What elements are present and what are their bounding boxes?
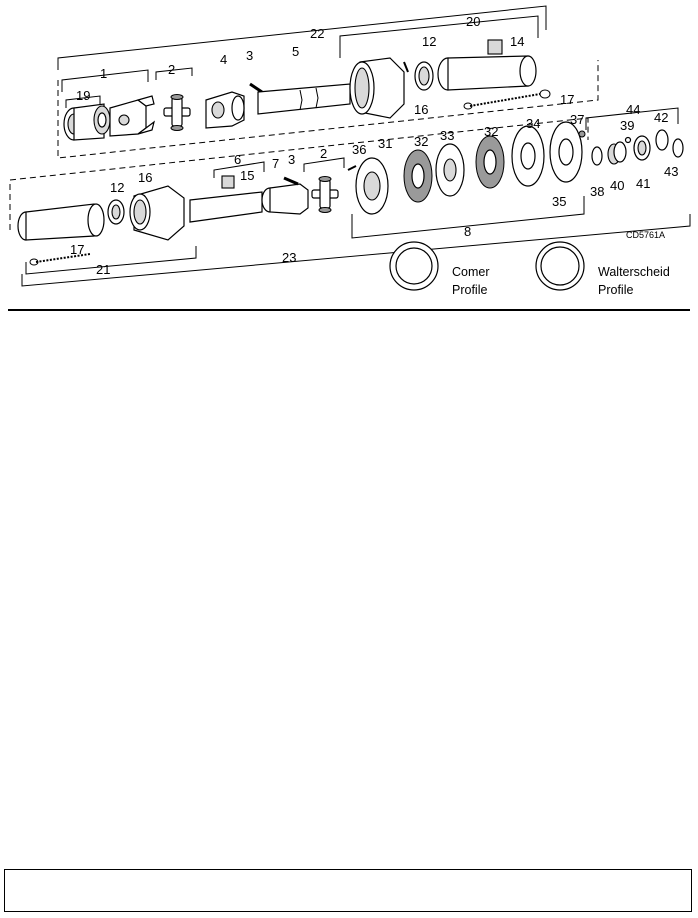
part-20-outer-guard-cone bbox=[349, 57, 405, 119]
part-3-pin-upper bbox=[249, 82, 263, 94]
callout-6: 6 bbox=[234, 152, 241, 167]
callout-33: 33 bbox=[440, 128, 454, 143]
callout-43: 43 bbox=[664, 164, 678, 179]
part-37-nut bbox=[578, 130, 586, 138]
bracket-44 bbox=[585, 107, 679, 130]
callout-7: 7 bbox=[272, 156, 279, 171]
part-16-screw-upper bbox=[403, 61, 409, 73]
profile-walterscheid-suffix: Profile bbox=[598, 283, 633, 297]
bracket-6 bbox=[213, 161, 265, 178]
part-34-pressure-plate bbox=[511, 125, 545, 187]
callout-14: 14 bbox=[510, 34, 524, 49]
callout-21: 21 bbox=[96, 262, 110, 277]
part-12-bearing-lower bbox=[107, 199, 125, 225]
part-4-inner-yoke bbox=[205, 91, 245, 129]
callout-16-upper: 16 bbox=[414, 102, 428, 117]
walterscheid-profile-symbol bbox=[535, 241, 585, 291]
callout-40: 40 bbox=[610, 178, 624, 193]
footer-box bbox=[4, 869, 692, 912]
part-20-guard-tube-upper bbox=[437, 39, 537, 91]
callout-3-upper: 3 bbox=[246, 48, 253, 63]
callout-32-a: 32 bbox=[414, 134, 428, 149]
part-33-hub bbox=[435, 143, 465, 197]
part-21-guard-tube-lower bbox=[17, 203, 105, 241]
callout-23: 23 bbox=[282, 250, 296, 265]
callout-44: 44 bbox=[626, 102, 640, 117]
callout-36: 36 bbox=[352, 142, 366, 157]
callout-38: 38 bbox=[590, 184, 604, 199]
callout-12-lower: 12 bbox=[110, 180, 124, 195]
callout-1: 1 bbox=[100, 66, 107, 81]
profile-comer-name: Comer bbox=[452, 265, 490, 279]
callout-4: 4 bbox=[220, 52, 227, 67]
callout-34: 34 bbox=[526, 116, 540, 131]
part-38-ring bbox=[591, 146, 603, 166]
part-3-pin-lower bbox=[283, 176, 299, 186]
part-16-guard-cone-lower bbox=[129, 185, 185, 241]
callout-17-lower: 17 bbox=[70, 242, 84, 257]
callout-5: 5 bbox=[292, 44, 299, 59]
bracket-8 bbox=[351, 196, 585, 239]
bracket-2-lower bbox=[303, 157, 345, 172]
part-2-cross-upper bbox=[163, 94, 191, 131]
bracket-20 bbox=[339, 15, 539, 58]
callout-37: 37 bbox=[570, 112, 584, 127]
callout-41: 41 bbox=[636, 176, 650, 191]
part-36-bolt bbox=[347, 165, 357, 171]
part-40-bushing bbox=[607, 141, 627, 165]
exploded-parts-diagram: 1 2 3 4 5 12 14 16 17 19 20 22 2 3 6 7 8… bbox=[9, 5, 691, 297]
profile-walterscheid-name: Walterscheid bbox=[598, 265, 670, 279]
part-17-chain-upper bbox=[463, 89, 551, 110]
bracket-19 bbox=[65, 95, 101, 108]
callout-8: 8 bbox=[464, 224, 471, 239]
part-1-yoke bbox=[109, 95, 155, 137]
bracket-1 bbox=[61, 69, 149, 92]
part-32-friction-disc-b bbox=[475, 135, 505, 189]
callout-12-upper: 12 bbox=[422, 34, 436, 49]
part-5-inner-tube bbox=[257, 83, 351, 115]
part-2-cross-lower bbox=[311, 176, 339, 213]
callout-39: 39 bbox=[620, 118, 634, 133]
callout-17-upper: 17 bbox=[560, 92, 574, 107]
bracket-2-upper bbox=[155, 67, 193, 80]
callout-32-b: 32 bbox=[484, 124, 498, 139]
callout-20: 20 bbox=[466, 14, 480, 29]
callout-19: 19 bbox=[76, 88, 90, 103]
part-39-ball bbox=[624, 136, 632, 144]
part-6-outer-tube bbox=[189, 175, 263, 223]
figure-code: CD5761A bbox=[626, 230, 665, 240]
bracket-21 bbox=[25, 246, 197, 275]
part-32-friction-disc-a bbox=[403, 149, 433, 203]
diagram-divider-rule bbox=[8, 309, 690, 311]
part-42-snap-ring bbox=[655, 129, 669, 151]
callout-42: 42 bbox=[654, 110, 668, 125]
callout-35: 35 bbox=[552, 194, 566, 209]
lower-dashed-outline bbox=[9, 117, 589, 230]
part-31-clutch-yoke bbox=[355, 157, 389, 215]
part-35-flange bbox=[549, 121, 583, 183]
part-43-ring bbox=[672, 138, 684, 158]
bracket-22 bbox=[57, 5, 547, 70]
callout-2-upper: 2 bbox=[168, 62, 175, 77]
part-17-chain-lower bbox=[29, 253, 91, 266]
callout-22: 22 bbox=[310, 26, 324, 41]
callout-2-lower: 2 bbox=[320, 146, 327, 161]
profile-comer-suffix: Profile bbox=[452, 283, 487, 297]
part-7-outer-yoke bbox=[261, 183, 309, 215]
part-12-bearing-upper bbox=[414, 61, 434, 91]
comer-profile-symbol bbox=[389, 241, 439, 291]
callout-3-lower: 3 bbox=[288, 152, 295, 167]
callout-31: 31 bbox=[378, 136, 392, 151]
part-19-outer-yoke bbox=[63, 103, 111, 141]
upper-dashed-outline bbox=[57, 60, 599, 159]
callout-16-lower: 16 bbox=[138, 170, 152, 185]
bracket-23 bbox=[21, 214, 691, 287]
callout-15: 15 bbox=[240, 168, 254, 183]
part-41-collar bbox=[633, 135, 651, 161]
